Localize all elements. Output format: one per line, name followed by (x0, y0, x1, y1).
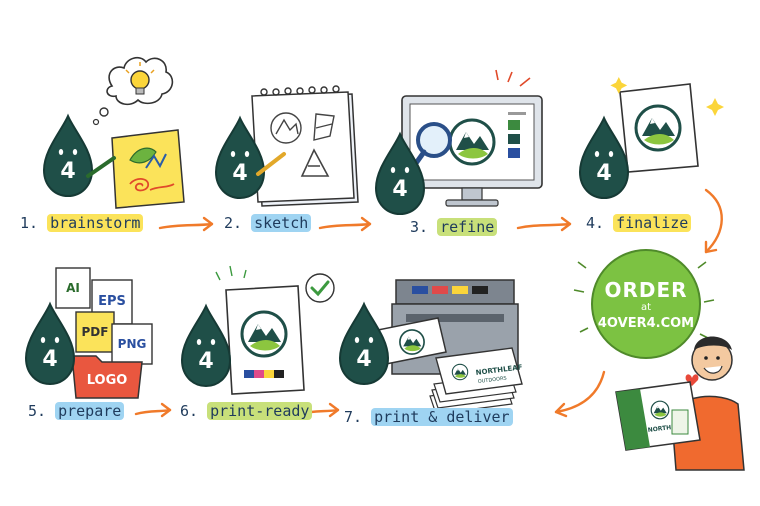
step-3-illustration: 4 (375, 69, 543, 215)
step-5-text: prepare (55, 402, 125, 420)
order-title[interactable]: ORDER (604, 278, 688, 302)
svg-text:4: 4 (42, 347, 57, 372)
svg-text:PNG: PNG (118, 337, 147, 351)
order-at: at (640, 302, 652, 313)
svg-text:NORTHLEAF: NORTHLEAF (647, 422, 688, 434)
step-7-text: print & deliver (371, 408, 513, 426)
step-2-illustration: 4 (215, 85, 359, 207)
mascot-step-1: 4 (43, 115, 93, 197)
arrow-4-to-order (704, 188, 723, 254)
step-1-text: brainstorm (47, 214, 144, 232)
file-ai-icon: AI (55, 267, 91, 309)
step-1-label: 1. brainstorm (20, 214, 144, 232)
order-url[interactable]: 4OVER4.COM (597, 316, 695, 331)
svg-text:LOGO: LOGO (87, 373, 128, 388)
svg-text:EPS: EPS (98, 294, 126, 309)
svg-text:4: 4 (60, 159, 75, 184)
pencil-icon (256, 152, 286, 176)
mascot-step-4: 4 (579, 117, 629, 199)
heart-icon (685, 374, 699, 386)
step-3-number: 3. (410, 218, 429, 236)
step-1-illustration: 4 (43, 56, 185, 209)
order-badge[interactable] (573, 249, 715, 359)
step-5-label: 5. prepare (28, 402, 125, 420)
final-logo-card (619, 83, 699, 173)
mascot-step-7: 4 (339, 303, 389, 385)
svg-text:4: 4 (198, 349, 213, 374)
step-6-illustration: 4 (181, 265, 335, 395)
file-pdf-icon: PDF (75, 311, 115, 353)
step-3-text: refine (437, 218, 498, 236)
svg-text:4: 4 (596, 161, 611, 186)
file-png-icon: PNG (111, 323, 153, 365)
step-2-text: sketch (251, 214, 312, 232)
idea-cloud (92, 56, 174, 126)
svg-text:PDF: PDF (82, 325, 109, 339)
step-6-label: 6. print-ready (180, 402, 313, 420)
step-7-label: 7. print & deliver (344, 408, 513, 426)
lightbulb-icon (125, 62, 155, 95)
step-7-number: 7. (344, 408, 363, 426)
mascot-step-5: 4 (25, 303, 75, 385)
arrow-order-to-7 (554, 370, 606, 418)
pen-icon (86, 156, 116, 178)
step-6-text: print-ready (207, 402, 313, 420)
mascot-step-6: 4 (181, 305, 231, 387)
svg-text:4: 4 (392, 177, 407, 202)
step-6-number: 6. (180, 402, 199, 420)
step-4-text: finalize (613, 214, 692, 232)
arrow-5-to-6 (134, 402, 172, 418)
step-5-illustration: AI EPS PDF PNG LOGO 4 (25, 267, 153, 399)
step-4-number: 4. (586, 214, 605, 232)
held-business-card: NORTHLEAF (615, 381, 701, 451)
step-3-label: 3. refine (410, 218, 498, 236)
arrow-2-to-3 (318, 216, 372, 232)
magnifier-icon (411, 122, 452, 169)
step-5-number: 5. (28, 402, 47, 420)
check-icon (305, 273, 335, 303)
mascot-step-2: 4 (215, 117, 265, 199)
svg-text:AI: AI (66, 281, 80, 295)
mascot-step-3: 4 (375, 133, 425, 215)
print-ready-sheet (225, 285, 305, 395)
sticky-note (111, 129, 185, 209)
arrow-3-to-4 (516, 216, 572, 232)
step-7-illustration: NORTHLEAF OUTDOORS 4 (339, 279, 523, 415)
business-card-stack: NORTHLEAF OUTDOORS (429, 347, 523, 415)
arrow-1-to-2 (158, 216, 214, 232)
sketchbook (251, 85, 359, 207)
svg-text:OUTDOORS: OUTDOORS (478, 375, 508, 384)
svg-text:4: 4 (356, 347, 371, 372)
svg-text:4: 4 (232, 161, 247, 186)
step-4-illustration: 4 (579, 77, 724, 199)
customer-illustration: NORTHLEAF (615, 336, 745, 471)
folder-icon: LOGO (71, 355, 143, 399)
step-2-label: 2. sketch (224, 214, 312, 232)
step-1-number: 1. (20, 214, 39, 232)
step-4-label: 4. finalize (586, 214, 692, 232)
step-2-number: 2. (224, 214, 243, 232)
